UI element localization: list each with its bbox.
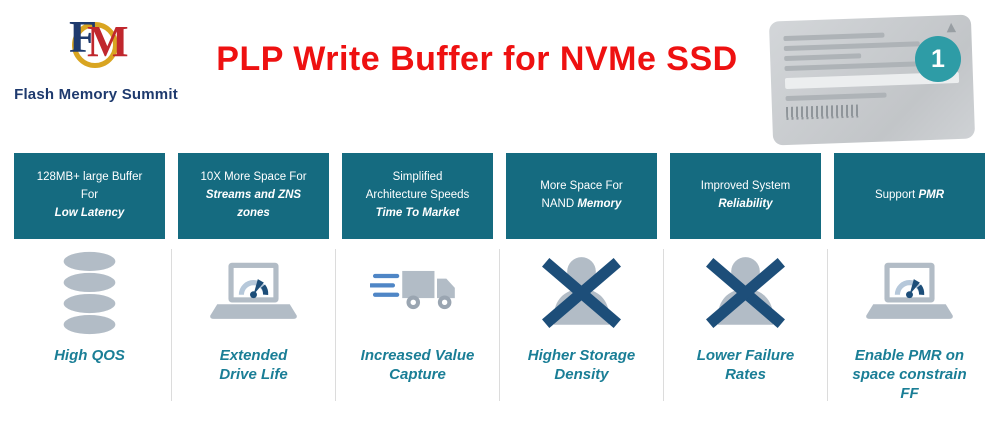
column-lower: Enable PMR on space constrain FF — [834, 239, 985, 403]
column-lower: Increased Value Capture — [342, 239, 493, 385]
slide-header: F M Flash Memory Summit PLP Write Buffer… — [0, 0, 999, 152]
column-caption: Enable PMR on space constrain FF — [852, 347, 967, 402]
column-header-line: Simplified — [392, 171, 443, 184]
column-header-line: Streams and ZNS — [205, 189, 302, 202]
column-caption: Increased Value Capture — [360, 347, 475, 383]
person-crossed-icon — [542, 257, 621, 328]
label-barcode — [785, 104, 859, 121]
column-header-line: For — [80, 189, 99, 202]
column-lower: High QOS — [14, 239, 165, 366]
feature-column: Support PMR Enable PMR on space constrai… — [827, 153, 985, 403]
column-lower: Higher Storage Density — [506, 239, 657, 385]
column-header-line: Improved System — [700, 180, 791, 193]
page-title: PLP Write Buffer for NVMe SSD — [216, 40, 738, 78]
column-header-line: zones — [237, 206, 270, 219]
laptop-speedometer-icon — [210, 262, 297, 319]
column-header-line: Support PMR — [874, 189, 945, 202]
label-text-line — [784, 61, 921, 72]
column-icon — [178, 239, 329, 347]
column-caption: Extended Drive Life — [219, 347, 288, 383]
column-caption: Lower Failure Rates — [696, 347, 795, 383]
column-header-line: Time To Market — [375, 206, 460, 219]
fms-monogram-icon: F M — [57, 4, 135, 86]
column-icon — [342, 239, 493, 347]
column-icon — [14, 239, 165, 347]
column-header-line: 10X More Space For — [200, 171, 307, 184]
logo-text: Flash Memory Summit — [14, 86, 178, 103]
column-caption: Higher Storage Density — [527, 347, 636, 383]
column-lower: Lower Failure Rates — [670, 239, 821, 385]
label-text-line — [784, 53, 861, 62]
label-text-line — [783, 32, 885, 42]
column-header-line: NAND Memory — [541, 198, 622, 210]
column-caption: High QOS — [54, 347, 125, 364]
person-crossed-icon — [706, 257, 785, 328]
column-header-line: Reliability — [718, 198, 773, 210]
column-header-line: Low Latency — [54, 206, 125, 219]
logo-letter-m: M — [87, 17, 129, 66]
laptop-speedometer-icon — [866, 262, 953, 319]
column-icon — [670, 239, 821, 347]
logo-letter-f: F — [69, 11, 98, 62]
column-icon — [506, 239, 657, 347]
column-header-line: Architecture Speeds — [365, 189, 470, 202]
logo-gold-ring — [72, 22, 118, 68]
fms-logo: F M Flash Memory Summit — [10, 4, 182, 103]
column-header: Support PMR — [834, 153, 985, 239]
warning-triangle-icon: ▲ — [943, 18, 960, 37]
database-stack-icon — [63, 251, 116, 335]
column-icon — [834, 239, 985, 347]
column-header-line: 128MB+ large Buffer — [36, 171, 143, 184]
column-lower: Extended Drive Life — [178, 239, 329, 385]
fast-truck-icon — [370, 270, 455, 310]
label-text-line — [783, 41, 920, 52]
column-header-line: More Space For — [540, 180, 623, 193]
label-text-line — [785, 92, 887, 102]
page-number-badge: 1 — [915, 36, 961, 82]
